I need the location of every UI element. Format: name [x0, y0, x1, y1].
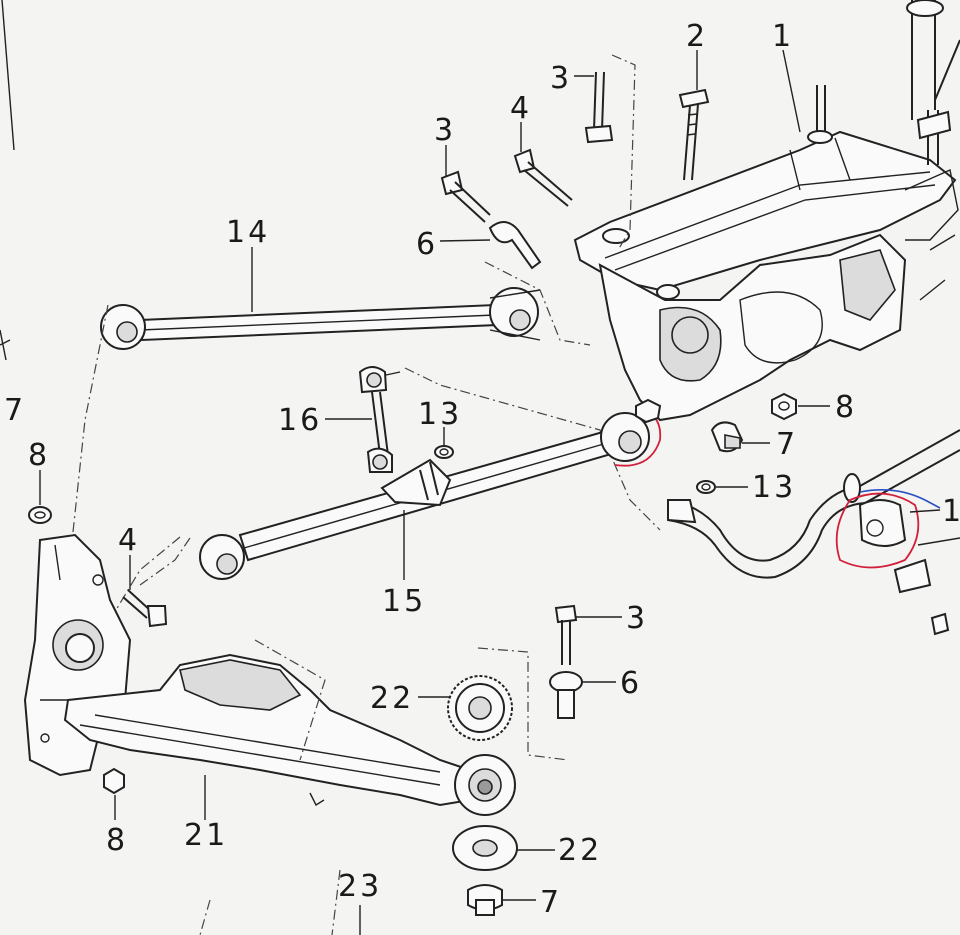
callout-15: 15: [382, 584, 426, 619]
callout-23: 23: [338, 869, 382, 904]
dash-guide-3: [611, 54, 636, 251]
callout-13: 13: [752, 470, 796, 505]
callout-6: 6: [620, 666, 642, 701]
stabilizer-link-16: [358, 366, 401, 473]
bushing-6-lower: [549, 671, 583, 719]
washer-13-lower: [696, 480, 716, 494]
callout-8: 8: [835, 390, 857, 425]
bolt-4-lower: [122, 589, 168, 628]
callout-4: 4: [118, 523, 140, 558]
leader-1: [782, 49, 801, 133]
bolt-3-upper: [584, 71, 614, 144]
callout-8: 8: [28, 438, 50, 473]
callout-3: 3: [550, 61, 572, 96]
callout-7: 7: [4, 393, 26, 428]
dash-guide-16: [404, 367, 661, 531]
nut-7-lower: [467, 884, 503, 916]
callout-2: 2: [686, 19, 708, 54]
stabilizer-bar: [667, 429, 960, 636]
dash-guide-21: [254, 639, 326, 761]
callout-3: 3: [626, 601, 648, 636]
bolt-3-lower: [554, 604, 578, 665]
dash-guide-23: [199, 869, 341, 935]
bushing-6-upper: [488, 221, 542, 270]
rear-subframe: [573, 0, 960, 422]
edge-mark: [0, 339, 11, 346]
spacer-22-upper: [447, 675, 513, 741]
nut-7-right: [710, 421, 744, 453]
callout-14: 14: [226, 215, 270, 250]
spacer-22-lower: [452, 825, 518, 871]
washer-13-upper: [434, 445, 454, 459]
callout-13: 13: [418, 397, 462, 432]
callout-22: 22: [558, 833, 602, 868]
dash-guide-14-left: [69, 304, 109, 561]
callout-1: 1: [772, 19, 794, 54]
lower-control-arm-21: [63, 653, 516, 816]
callout-16: 16: [278, 403, 322, 438]
callout-4: 4: [510, 91, 532, 126]
callout-8: 8: [106, 823, 128, 858]
callout-21: 21: [184, 818, 228, 853]
nut-small-top: [635, 398, 662, 424]
callout-6: 6: [416, 227, 438, 262]
washer-8-left: [28, 506, 52, 524]
callout-22: 22: [370, 681, 414, 716]
dash-guide-22: [477, 647, 569, 761]
bolt-3-mid: [440, 170, 491, 223]
callout-1: 1: [942, 494, 960, 529]
bolt-2: [678, 88, 710, 181]
dash-guide-14-right: [484, 261, 591, 346]
callout-7: 7: [776, 427, 798, 462]
leader-1b: [909, 509, 941, 513]
page-edge-line: [0, 0, 15, 361]
dash-guide-4: [139, 537, 191, 586]
callout-3: 3: [434, 113, 456, 148]
nut-8-right: [771, 392, 797, 421]
lower-link-15: [199, 411, 662, 580]
upper-link-14: [100, 287, 541, 350]
nut-8-lower: [103, 767, 125, 795]
bolt-4-upper: [513, 148, 573, 207]
callout-7: 7: [540, 885, 562, 920]
leader-6a: [439, 239, 491, 242]
